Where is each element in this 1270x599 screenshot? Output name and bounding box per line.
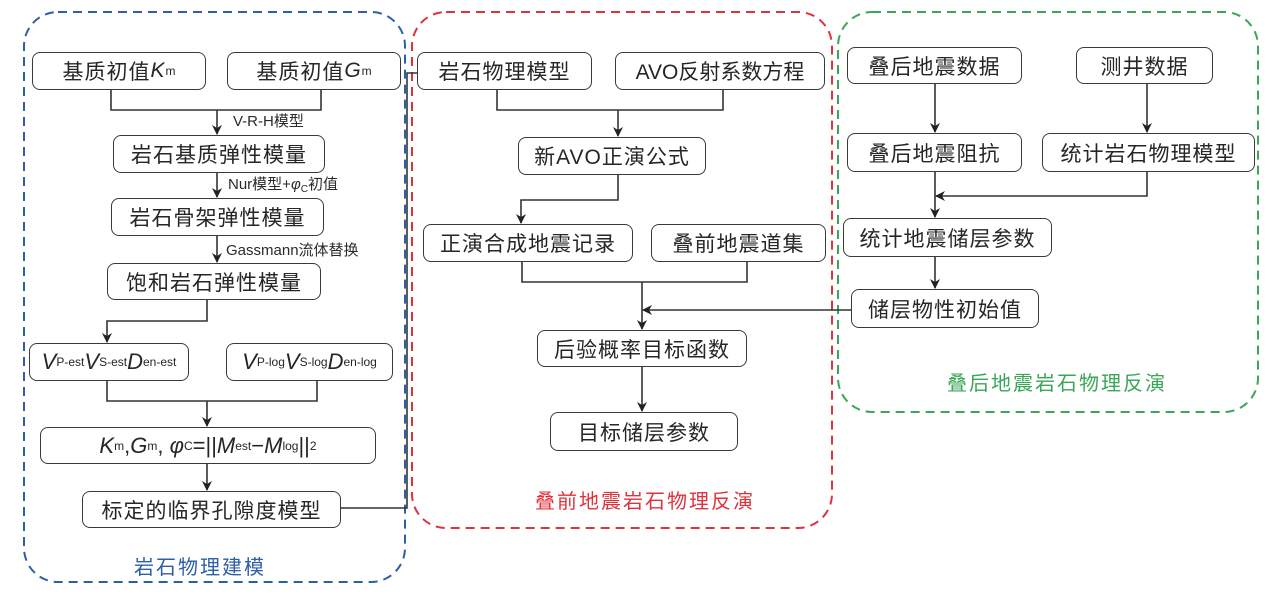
km-text: 基质初值 — [62, 61, 151, 84]
saturated-modulus-box: 饱和岩石弹性模量 — [107, 263, 321, 300]
rock-physics-model-box: 岩石物理模型 — [417, 52, 592, 90]
obj-m-log: M — [264, 432, 283, 458]
section-label-poststack-inversion: 叠后地震岩石物理反演 — [947, 373, 1167, 395]
connector-km-gm-merge — [110, 90, 322, 111]
reservoir-initial-values-box: 储层物性初始值 — [851, 289, 1039, 328]
est-den-sub: en-est — [142, 355, 177, 369]
obj-m-log-sub: log — [282, 438, 299, 453]
statistical-reservoir-params-box: 统计地震储层参数 — [843, 218, 1052, 257]
obj-m-est: M — [216, 432, 236, 458]
prestack-gather-box: 叠前地震道集 — [651, 224, 826, 262]
log-vp-sub: P-log — [256, 355, 285, 369]
statistical-rock-model-box: 统计岩石物理模型 — [1042, 133, 1255, 172]
obj-sep2: , — [157, 432, 170, 458]
obj-norm: || — [298, 432, 310, 458]
log-vp: V — [242, 349, 257, 374]
est-vs: V — [84, 349, 100, 374]
obj-k: K — [99, 432, 115, 458]
calibrated-porosity-model-box: 标定的临界孔隙度模型 — [82, 491, 341, 528]
obj-eq: =|| — [192, 432, 217, 458]
poststack-data-box: 叠后地震数据 — [847, 47, 1022, 84]
est-den: D — [127, 349, 143, 374]
log-den: D — [327, 349, 344, 374]
obj-m-est-sub: est — [235, 438, 252, 453]
section-label-rock-physics-modeling: 岩石物理建模 — [134, 557, 266, 579]
arrow-stat-model-to-merge — [935, 172, 1148, 201]
arrow-to-est-velocities — [102, 300, 208, 343]
well-data-box: 测井数据 — [1076, 47, 1213, 84]
gm-sub: m — [361, 64, 372, 78]
log-vs: V — [284, 349, 300, 374]
arrow-to-synthetic — [516, 175, 619, 224]
obj-minus: − — [251, 432, 265, 458]
gm-var: G — [344, 59, 362, 82]
nur-phi: φ — [290, 176, 301, 193]
connector-calibrated-to-rock-model — [341, 72, 417, 509]
nur-sub: C — [300, 184, 308, 195]
avo-equation-box: AVO反射系数方程 — [615, 52, 825, 90]
obj-k-sub: m — [114, 438, 125, 453]
section-frame-prestack-inversion — [411, 11, 833, 529]
est-vp: V — [41, 349, 57, 374]
matrix-modulus-box: 岩石基质弹性模量 — [113, 135, 325, 173]
nur-pre: Nur模型+ — [228, 176, 291, 193]
obj-sep1: , — [124, 432, 131, 458]
poststack-impedance-box: 叠后地震阻抗 — [847, 133, 1022, 172]
section-frame-poststack-inversion — [837, 11, 1259, 413]
connector-rock-avo-merge — [496, 90, 724, 111]
est-vs-sub: S-est — [99, 355, 128, 369]
log-den-sub: en-log — [343, 355, 377, 369]
section-label-prestack-inversion: 叠前地震岩石物理反演 — [535, 491, 755, 513]
frame-modulus-box: 岩石骨架弹性模量 — [111, 198, 324, 236]
connector-est-log-merge — [106, 381, 318, 402]
obj-g: G — [130, 432, 148, 458]
gassmann-label: Gassmann流体替换 — [226, 242, 359, 259]
obj-phi: φ — [169, 432, 184, 458]
section-frame-rock-physics-modeling — [23, 11, 406, 583]
synthetic-seismogram-box: 正演合成地震记录 — [423, 224, 633, 262]
target-reservoir-params-box: 目标储层参数 — [550, 412, 738, 451]
km-sub: m — [165, 64, 176, 78]
obj-norm-sub: 2 — [309, 438, 317, 453]
obj-phi-sub: C — [183, 438, 193, 453]
log-vs-sub: S-log — [299, 355, 328, 369]
posterior-objective-box: 后验概率目标函数 — [537, 330, 747, 367]
km-var: K — [150, 59, 166, 82]
nur-model-label: Nur模型+φC初值 — [228, 176, 338, 199]
connector-synthetic-gather-merge — [521, 262, 748, 283]
vrh-model-label: V-R-H模型 — [233, 113, 304, 130]
gm-text: 基质初值 — [256, 61, 345, 84]
est-vp-sub: P-est — [56, 355, 85, 369]
nur-post: 初值 — [307, 176, 338, 193]
obj-g-sub: m — [147, 438, 158, 453]
new-avo-forward-box: 新AVO正演公式 — [518, 137, 706, 175]
